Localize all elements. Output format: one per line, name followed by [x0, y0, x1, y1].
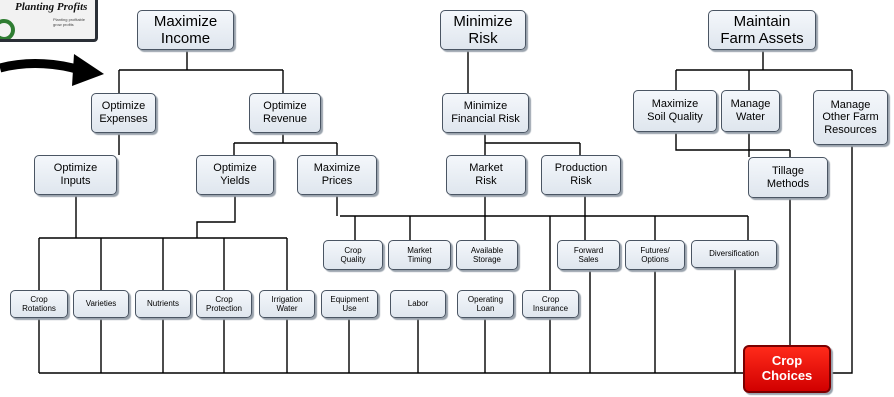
logo-swirl-icon [0, 19, 15, 39]
node-manage-water: Manage Water [721, 90, 780, 132]
node-optimize-revenue: Optimize Revenue [249, 93, 321, 133]
node-market-risk: Market Risk [446, 155, 526, 195]
node-market-timing: Market Timing [388, 240, 451, 270]
connector-group [38, 50, 853, 374]
node-irrigation-water: Irrigation Water [259, 290, 315, 318]
curved-arrow [0, 59, 82, 75]
node-production-risk: Production Risk [541, 155, 621, 195]
node-maximize-prices: Maximize Prices [297, 155, 377, 195]
connector-risk [467, 50, 581, 155]
node-manage-other-farm-resources: Manage Other Farm Resources [813, 90, 888, 145]
node-crop-quality: Crop Quality [323, 240, 383, 270]
connector-tillage [675, 132, 791, 157]
logo-tagline: Planting profitable grow profits [53, 17, 86, 27]
planting-profits-logo: Planting Profits Planting profitable gro… [0, 0, 98, 42]
node-nutrients: Nutrients [135, 290, 191, 318]
node-crop-rotations: Crop Rotations [10, 290, 68, 318]
node-equipment-use: Equipment Use [321, 290, 378, 318]
node-minimize-financial-risk: Minimize Financial Risk [442, 93, 529, 133]
node-optimize-expenses: Optimize Expenses [91, 93, 156, 133]
arrow-head-icon [72, 54, 104, 86]
node-crop-protection: Crop Protection [196, 290, 252, 318]
node-crop-choices: Crop Choices [743, 345, 831, 393]
node-optimize-inputs: Optimize Inputs [34, 155, 117, 195]
node-labor: Labor [390, 290, 446, 318]
connector-income [118, 50, 284, 93]
connector-expenses-revenue [118, 133, 338, 155]
connector-inputs-bus [38, 195, 288, 290]
node-minimize-risk: Minimize Risk [440, 10, 526, 50]
connector-prices-bus [336, 195, 749, 240]
node-maintain-farm-assets: Maintain Farm Assets [708, 10, 816, 50]
node-forward-sales: Forward Sales [557, 240, 620, 270]
node-diversification: Diversification [691, 240, 777, 268]
logo-title: Planting Profits [15, 1, 88, 13]
node-maximize-income: Maximize Income [137, 10, 234, 50]
connector-right-links [789, 145, 853, 374]
connector-assets [675, 50, 853, 90]
node-varieties: Varieties [73, 290, 129, 318]
node-available-storage: Available Storage [456, 240, 518, 270]
node-operating-loan: Operating Loan [457, 290, 514, 318]
node-tillage-methods: Tillage Methods [748, 157, 828, 198]
node-optimize-yields: Optimize Yields [196, 155, 274, 195]
node-futures-options: Futures/ Options [625, 240, 685, 270]
node-maximize-soil-quality: Maximize Soil Quality [633, 90, 717, 132]
connector-production-bus [549, 195, 656, 290]
connector-bottom-links [38, 268, 736, 373]
node-crop-insurance: Crop Insurance [522, 290, 579, 318]
